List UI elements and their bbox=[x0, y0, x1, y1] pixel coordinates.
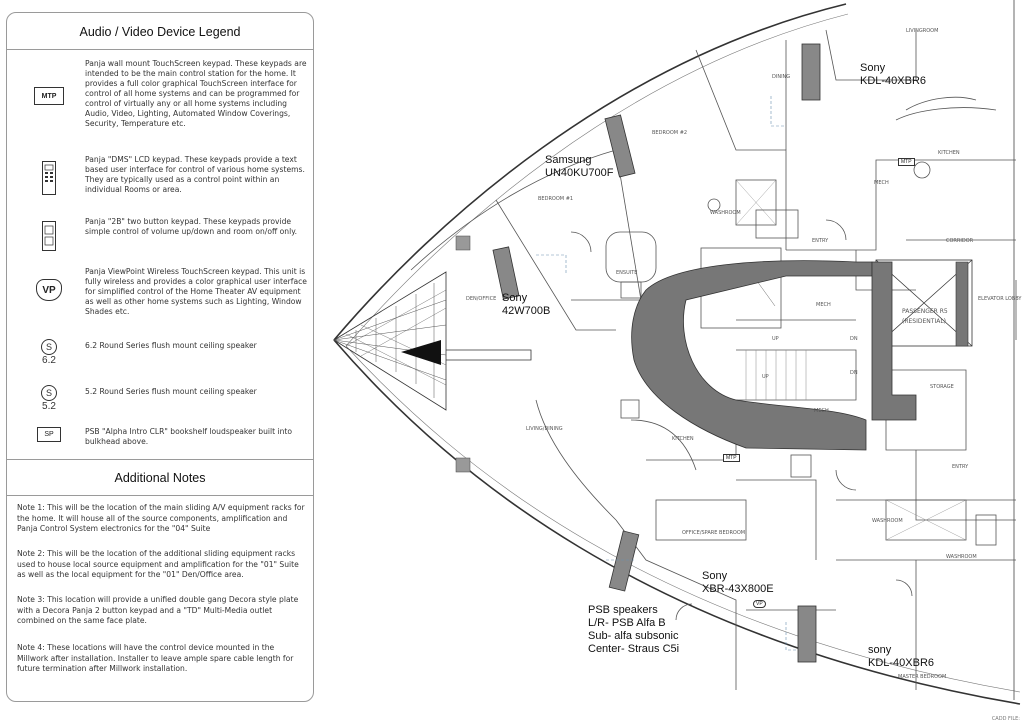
room-label: BEDROOM #1 bbox=[538, 196, 574, 202]
room-label: UP bbox=[762, 374, 769, 380]
room-label: MECH bbox=[814, 408, 829, 414]
two-button-keypad-icon bbox=[29, 221, 69, 251]
cadd-file-footer: CADD FILE: bbox=[991, 716, 1020, 722]
room-label: MASTER BEDROOM bbox=[898, 674, 947, 680]
room-label: KITCHEN bbox=[938, 150, 960, 156]
room-label: ENSUITE bbox=[616, 270, 638, 276]
divider bbox=[7, 459, 313, 460]
room-label: CORRIDOR bbox=[946, 238, 974, 244]
legend-text: Panja wall mount TouchScreen keypad. The… bbox=[85, 59, 307, 128]
room-label: PASSENGER R5 bbox=[902, 308, 948, 315]
room-label: LIVINGROOM bbox=[906, 28, 939, 34]
room-label: DEN/OFFICE bbox=[466, 296, 497, 302]
room-label: ELEVATOR LOBBY bbox=[978, 296, 1022, 302]
mtp-keypad-marker: MTP bbox=[723, 454, 740, 462]
room-label: ENTRY bbox=[952, 464, 969, 470]
legend-title: Audio / Video Device Legend bbox=[79, 25, 241, 39]
room-label: KITCHEN bbox=[672, 436, 694, 442]
divider bbox=[7, 495, 313, 496]
note-2: Note 2: This will be the location of the… bbox=[17, 549, 299, 579]
room-label: STORAGE bbox=[930, 384, 954, 390]
room-label: WASHROOM bbox=[946, 554, 977, 560]
room-label: WASHROOM bbox=[872, 518, 903, 524]
room-label: OFFICE/SPARE BEDROOM bbox=[682, 530, 746, 536]
viewpoint-symbol: VP bbox=[29, 279, 69, 301]
legend-text: Panja "DMS" LCD keypad. These keypads pr… bbox=[85, 155, 305, 194]
viewpoint-marker: VP bbox=[753, 600, 766, 608]
note-3: Note 3: This location will provide a uni… bbox=[17, 595, 299, 625]
room-label: LIVING/DINING bbox=[526, 426, 563, 432]
room-label: WASHROOM bbox=[710, 210, 741, 216]
room-label: DINING bbox=[772, 74, 791, 80]
legend-text: 6.2 Round Series flush mount ceiling spe… bbox=[85, 341, 257, 350]
notes-title: Additional Notes bbox=[114, 471, 206, 485]
divider bbox=[7, 49, 313, 50]
room-label: (RESIDENTIAL) bbox=[902, 318, 947, 325]
room-label: BEDROOM #2 bbox=[652, 130, 688, 136]
legend-text: Panja ViewPoint Wireless TouchScreen key… bbox=[85, 267, 307, 316]
room-label: MECH bbox=[874, 180, 889, 186]
mtp-keypad-marker: MTP bbox=[898, 158, 915, 166]
legend-text: PSB "Alpha Intro CLR" bookshelf loudspea… bbox=[85, 427, 293, 446]
note-4: Note 4: These locations will have the co… bbox=[17, 643, 294, 673]
floor-plan-drawing bbox=[333, 0, 1021, 705]
bookshelf-speaker-symbol: SP bbox=[29, 427, 69, 442]
mtp-keypad-symbol: MTP bbox=[29, 87, 69, 105]
legend-panel: Audio / Video Device Legend MTP Panja wa… bbox=[6, 12, 314, 702]
legend-text: 5.2 Round Series flush mount ceiling spe… bbox=[85, 387, 257, 396]
legend-text: Panja "2B" two button keypad. These keyp… bbox=[85, 217, 298, 236]
room-label: DN bbox=[850, 370, 858, 376]
note-1: Note 1: This will be the location of the… bbox=[17, 503, 305, 533]
room-label: ENTRY bbox=[812, 238, 829, 244]
speaker-spec-label: PSB speakers L/R- PSB Alfa B Sub- alfa s… bbox=[588, 604, 680, 655]
dms-keypad-icon bbox=[29, 161, 69, 195]
room-label: UP bbox=[772, 336, 779, 342]
room-label: MECH bbox=[816, 302, 831, 308]
room-label: DN bbox=[850, 336, 858, 342]
